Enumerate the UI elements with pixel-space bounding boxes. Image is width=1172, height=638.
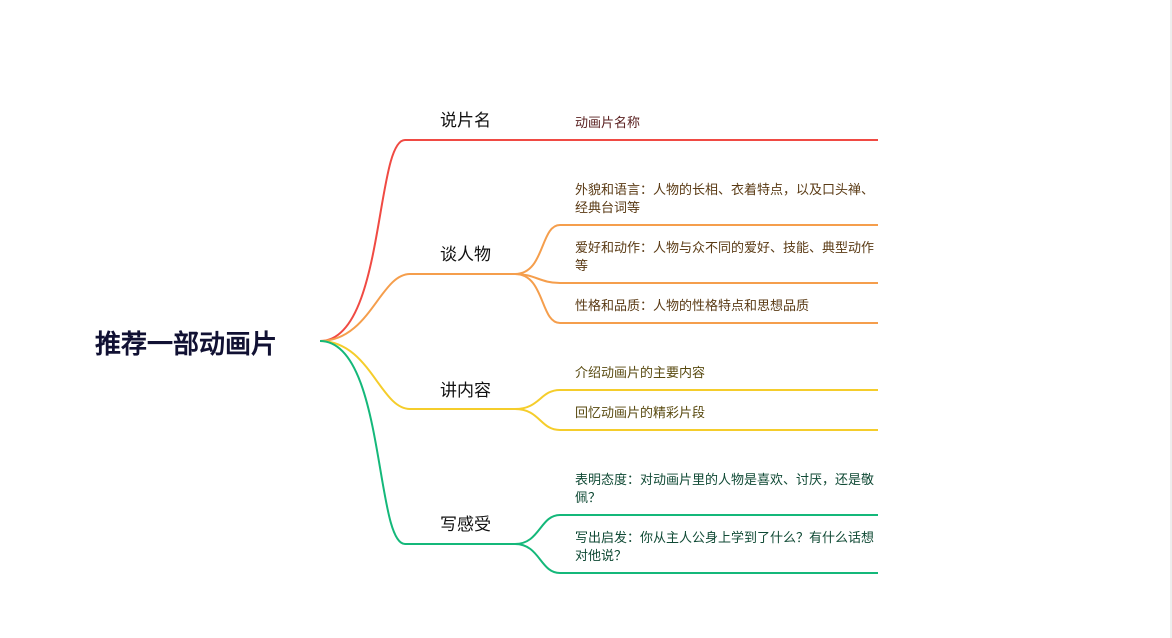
branch-topic-characters[interactable]: 谈人物 <box>440 245 491 265</box>
leaf-line-yellow-2 <box>514 408 878 431</box>
leaf-line-yellow-1 <box>514 389 878 410</box>
leaf-topic[interactable]: 写出启发：你从主人公身上学到了什么？有什么话想对他说？ <box>575 531 875 564</box>
leaf-topic[interactable]: 性格和品质：人物的性格特点和思想品质 <box>575 299 810 314</box>
leaf-line-green-1 <box>514 514 878 545</box>
leaf-topic[interactable]: 表明态度：对动画片里的人物是喜欢、讨厌，还是敬佩？ <box>575 473 875 506</box>
branch-topic-feelings[interactable]: 写感受 <box>440 515 491 535</box>
root-topic[interactable]: 推荐一部动画片 <box>95 330 278 360</box>
leaf-line-orange-1 <box>514 224 878 275</box>
branch-line-green <box>319 340 520 545</box>
leaf-topic[interactable]: 爱好和动作：人物与众不同的爱好、技能、典型动作等 <box>575 241 875 274</box>
leaf-line-orange-3 <box>514 273 878 324</box>
leaf-line-green-2 <box>514 543 878 574</box>
scrollbar-edge <box>1170 0 1172 638</box>
leaf-topic[interactable]: 回忆动画片的精彩片段 <box>575 406 706 421</box>
leaf-topic[interactable]: 介绍动画片的主要内容 <box>575 366 706 381</box>
leaf-topic[interactable]: 动画片名称 <box>575 116 641 131</box>
branch-line-yellow <box>319 340 520 410</box>
branch-topic-title[interactable]: 说片名 <box>440 111 491 131</box>
branch-topic-content[interactable]: 讲内容 <box>440 381 491 401</box>
branch-line-orange <box>319 273 520 342</box>
branch-line-red <box>319 139 878 342</box>
leaf-topic[interactable]: 外貌和语言：人物的长相、衣着特点，以及口头禅、经典台词等 <box>575 183 875 216</box>
